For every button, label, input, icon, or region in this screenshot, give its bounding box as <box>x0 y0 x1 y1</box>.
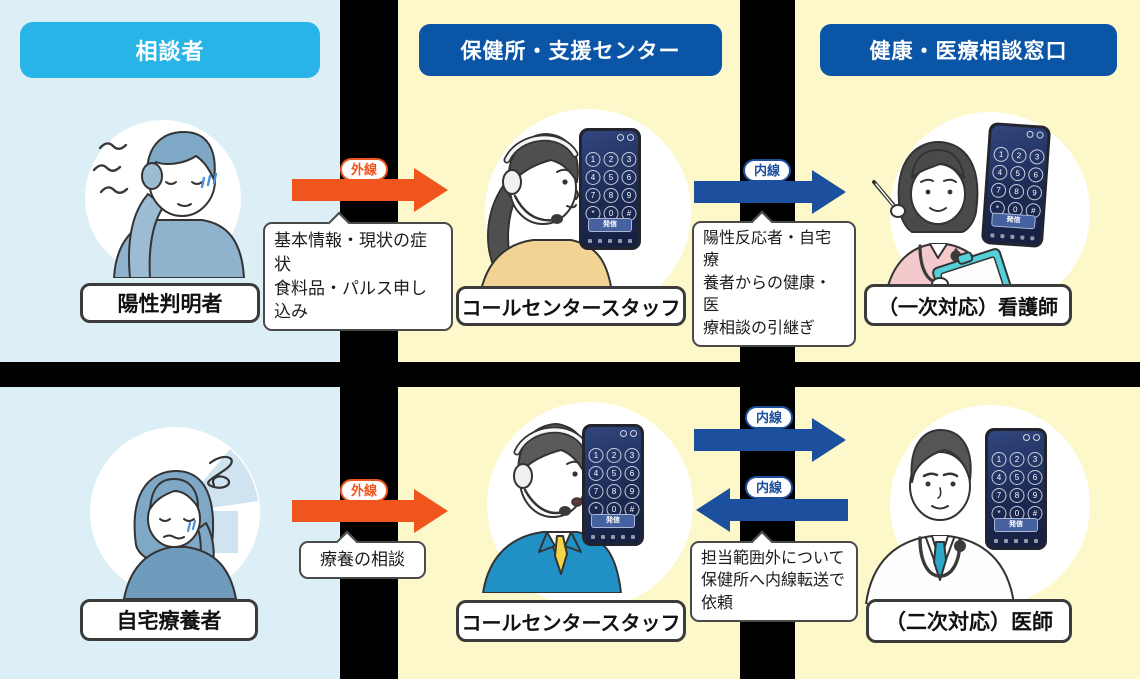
dial-key: 2 <box>603 152 619 167</box>
dial-key: 3 <box>1027 452 1043 467</box>
name-plate-positive-patient: 陽性判明者 <box>80 283 260 323</box>
dial-key: 7 <box>991 488 1007 503</box>
internal-line-badge: 内線 <box>745 476 794 499</box>
call-button: 発信 <box>591 514 635 528</box>
internal-arrow-row2-forward <box>694 418 846 462</box>
dial-key: 9 <box>621 188 637 203</box>
dial-key: 1 <box>991 452 1007 467</box>
dial-key: 9 <box>1026 184 1043 201</box>
phone-dock-icons <box>591 535 635 539</box>
dial-key: 7 <box>990 182 1007 199</box>
outbound-arrow-row1 <box>292 168 448 212</box>
outbound-arrow-row2 <box>292 489 448 533</box>
dial-key: 4 <box>585 170 601 185</box>
dial-key: 5 <box>1009 470 1025 485</box>
phone-status-icons <box>1026 130 1044 139</box>
dial-key: 3 <box>624 448 640 463</box>
outbound-line-badge: 外線 <box>340 158 389 181</box>
dial-key: 2 <box>1011 147 1028 164</box>
dial-key: 2 <box>1009 452 1025 467</box>
phone-status-icons <box>617 134 634 141</box>
dial-key: 4 <box>588 466 604 481</box>
bubble-text: 担当範囲外について 保健所へ内線転送で 依頼 <box>701 550 846 612</box>
dial-key: 6 <box>624 466 640 481</box>
dial-key: 4 <box>991 164 1008 181</box>
header-consulter: 相談者 <box>20 22 320 78</box>
speech-bubble-internal-row2: 担当範囲外について 保健所へ内線転送で 依頼 <box>690 530 858 623</box>
positive-patient-illustration <box>92 131 245 278</box>
dial-key: 9 <box>624 484 640 499</box>
phone-dock-icons <box>994 539 1038 543</box>
speech-bubble-outbound-row1: 基本情報・現状の症状 食料品・パルス申し込み <box>263 211 453 332</box>
dial-key: 3 <box>621 152 637 167</box>
dial-key: 8 <box>1008 183 1025 200</box>
dial-key: 4 <box>991 470 1007 485</box>
dial-key: 8 <box>1009 488 1025 503</box>
name-plate-doctor: （二次対応）医師 <box>866 599 1072 643</box>
dial-key: 5 <box>603 170 619 185</box>
dial-key: 6 <box>1027 166 1044 183</box>
dial-key: 3 <box>1029 148 1046 165</box>
dial-key: 6 <box>1027 470 1043 485</box>
callcenter-staff-female-illustration <box>478 133 614 300</box>
bubble-text: 陽性反応者・自宅療 養者からの健康・医 療相談の引継ぎ <box>703 230 832 337</box>
call-button: 発信 <box>991 212 1036 230</box>
call-button: 発信 <box>994 518 1038 532</box>
phone-status-icons <box>620 430 637 437</box>
speech-bubble-outbound-row2: 療養の相談 <box>299 530 426 579</box>
phone-dock-icons <box>588 239 632 243</box>
name-plate-nurse: （一次対応）看護師 <box>864 284 1072 326</box>
dial-key: 8 <box>606 484 622 499</box>
callcenter-staff-male-illustration <box>482 423 622 593</box>
dial-key: 7 <box>585 188 601 203</box>
internal-line-badge: 内線 <box>745 406 794 429</box>
speech-bubble-internal-row1: 陽性反応者・自宅療 養者からの健康・医 療相談の引継ぎ <box>692 210 856 347</box>
dial-key: 7 <box>588 484 604 499</box>
name-plate-callcenter-row1: コールセンタースタッフ <box>456 286 686 326</box>
dial-key: 1 <box>588 448 604 463</box>
outbound-line-badge: 外線 <box>340 479 389 502</box>
dial-key: 5 <box>1009 165 1026 182</box>
bubble-text: 療養の相談 <box>320 550 405 569</box>
header-label: 健康・医療相談窓口 <box>869 40 1068 63</box>
name-plate-home-care-patient: 自宅療養者 <box>80 599 258 641</box>
internal-arrow-row2-back <box>696 488 848 532</box>
dial-key: 1 <box>993 146 1010 163</box>
header-medical-desk: 健康・医療相談窓口 <box>820 24 1117 76</box>
phone-status-icons <box>1023 434 1040 441</box>
header-label: 保健所・支援センター <box>460 40 681 63</box>
dial-key: 8 <box>603 188 619 203</box>
dial-key: 5 <box>606 466 622 481</box>
phone-dock-icons <box>990 233 1035 241</box>
call-button: 発信 <box>588 218 632 232</box>
header-health-center: 保健所・支援センター <box>419 24 722 76</box>
dial-key: 2 <box>606 448 622 463</box>
header-label: 相談者 <box>135 39 205 64</box>
name-plate-callcenter-row2: コールセンタースタッフ <box>456 600 686 642</box>
internal-line-badge: 内線 <box>743 159 792 182</box>
home-care-patient-illustration <box>123 449 258 599</box>
bubble-text: 基本情報・現状の症状 食料品・パルス申し込み <box>274 231 427 322</box>
dial-key: 9 <box>1027 488 1043 503</box>
internal-arrow-row1 <box>694 170 846 214</box>
doctor-illustration <box>865 429 1015 604</box>
dial-key: 6 <box>621 170 637 185</box>
dial-key: 1 <box>585 152 601 167</box>
